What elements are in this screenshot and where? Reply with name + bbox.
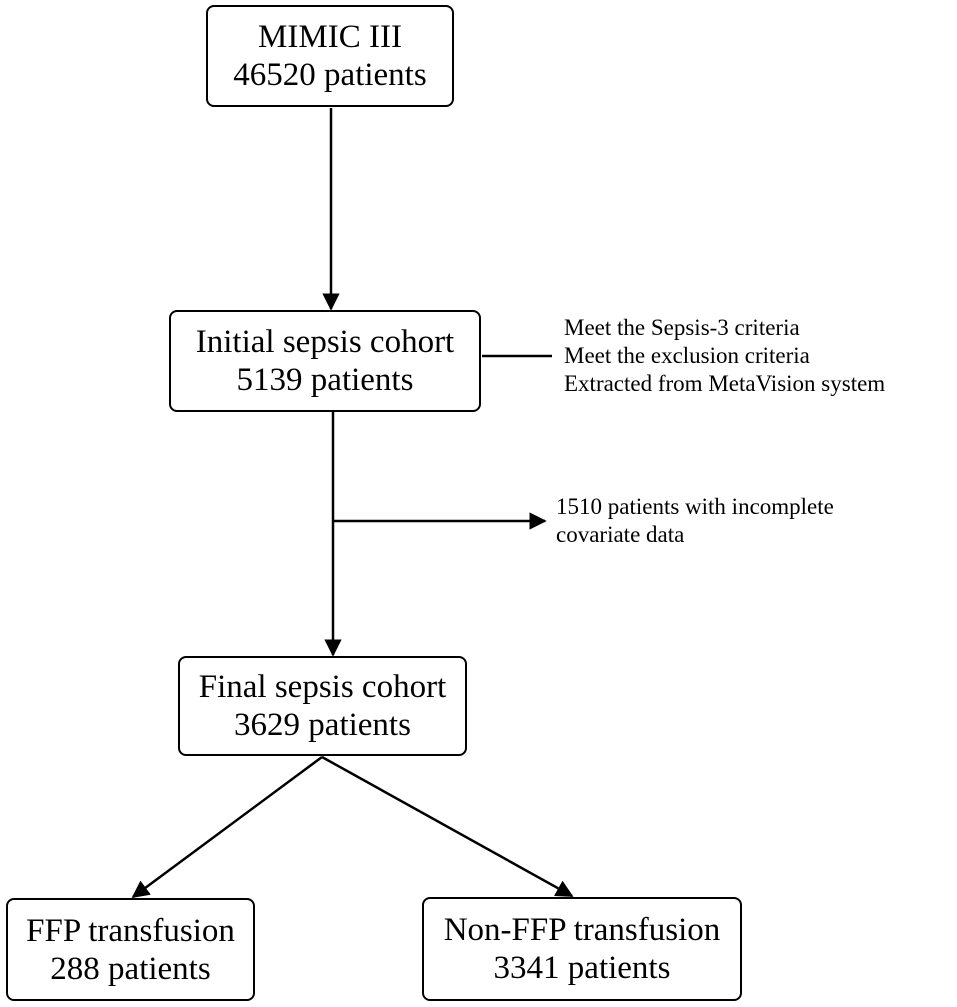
- criteria-line: Meet the Sepsis-3 criteria: [564, 315, 800, 340]
- final-cohort-title: Final sepsis cohort: [198, 669, 447, 705]
- initial-cohort-count: 5139 patients: [236, 362, 414, 398]
- criteria-line: Extracted from MetaVision system: [564, 371, 886, 396]
- arrow-final-to-ffp: [131, 755, 323, 899]
- initial-cohort-title: Initial sepsis cohort: [195, 324, 455, 360]
- exclusion-note: 1510 patients with incomplete covariate …: [556, 493, 834, 549]
- mimic-title: MIMIC III: [258, 19, 402, 55]
- mimic-count: 46520 patients: [233, 57, 427, 93]
- non-ffp-box: Non-FFP transfusion 3341 patients: [422, 897, 742, 1001]
- ffp-count: 288 patients: [50, 950, 211, 987]
- criteria-line: Meet the exclusion criteria: [564, 343, 810, 368]
- initial-cohort-box: Initial sepsis cohort 5139 patients: [169, 310, 481, 412]
- ffp-title: FFP transfusion: [26, 912, 235, 949]
- final-cohort-box: Final sepsis cohort 3629 patients: [178, 656, 467, 756]
- exclusion-line: 1510 patients with incomplete: [556, 494, 834, 519]
- final-cohort-count: 3629 patients: [234, 707, 411, 743]
- arrow-final-to-nonffp: [321, 755, 574, 898]
- ffp-box: FFP transfusion 288 patients: [6, 898, 255, 1001]
- exclusion-line: covariate data: [556, 522, 685, 547]
- non-ffp-count: 3341 patients: [493, 950, 671, 986]
- criteria-note: Meet the Sepsis-3 criteria Meet the excl…: [564, 314, 885, 398]
- non-ffp-title: Non-FFP transfusion: [443, 912, 721, 948]
- mimic-box: MIMIC III 46520 patients: [206, 5, 454, 107]
